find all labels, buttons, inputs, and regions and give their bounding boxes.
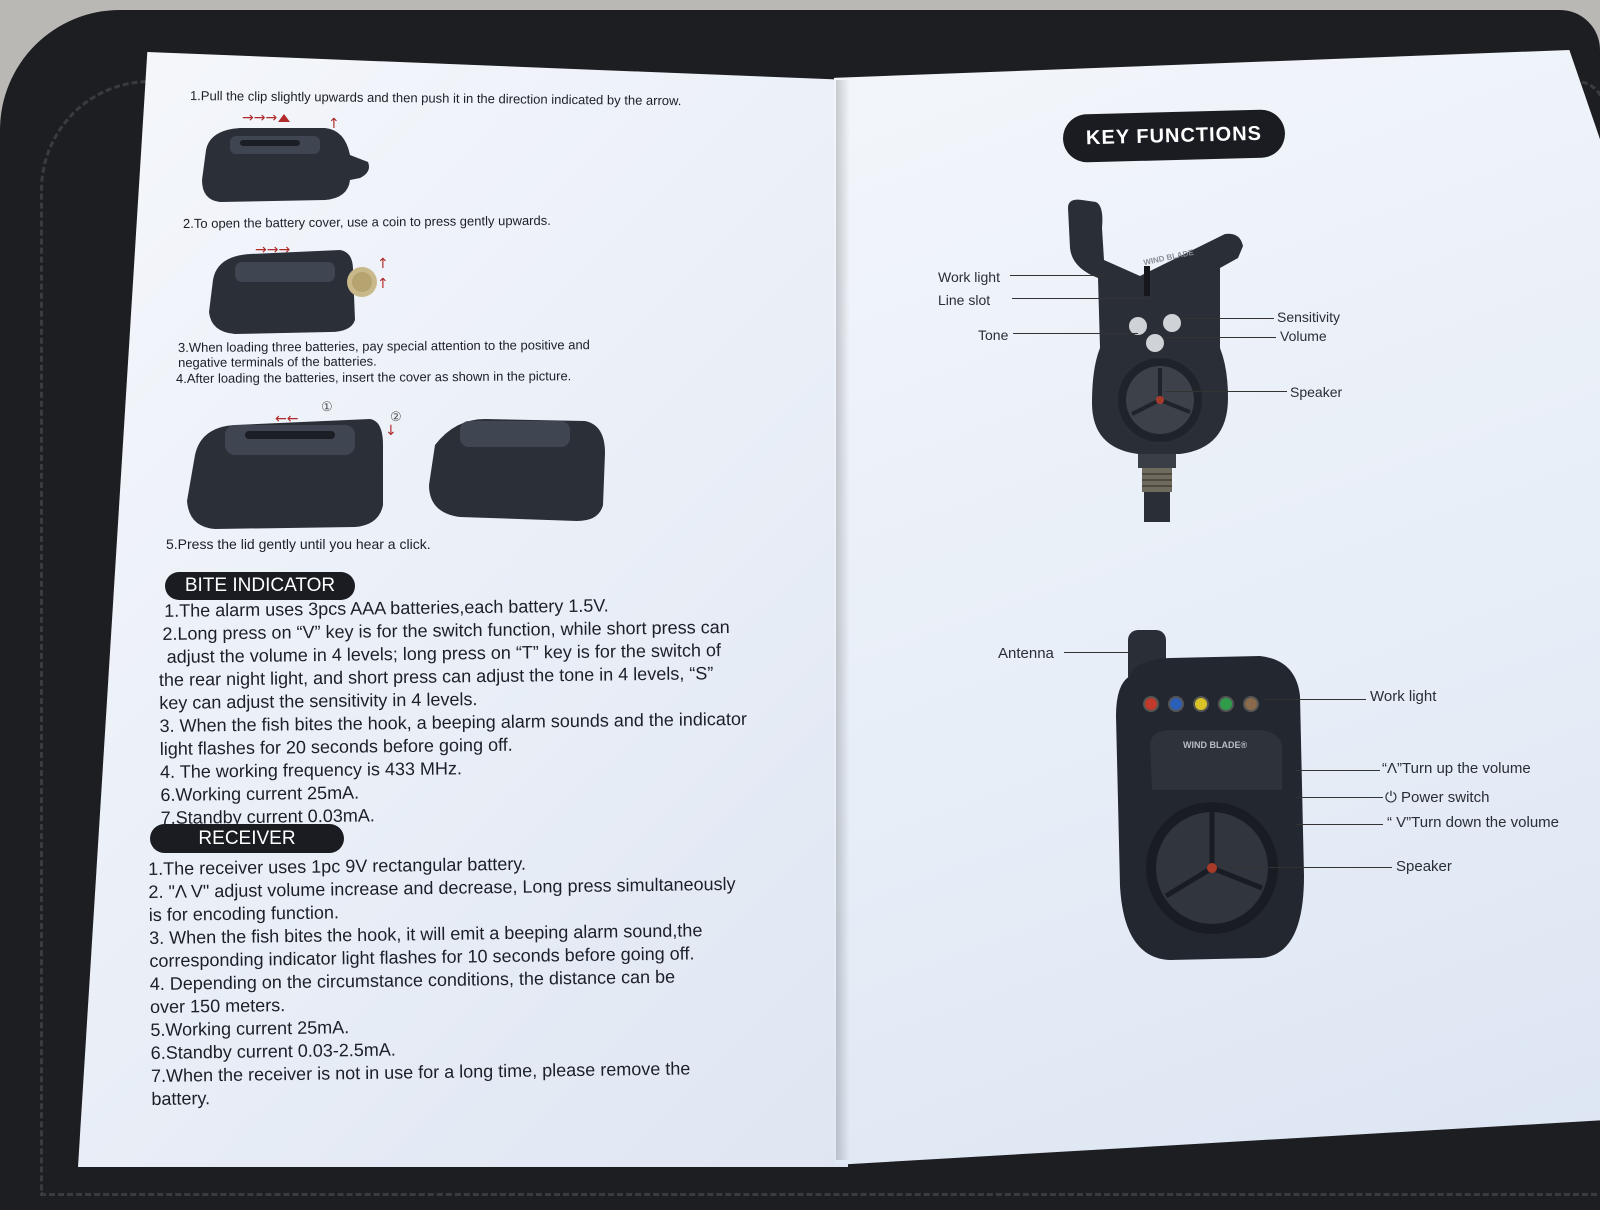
insert-cover-illustration: ←← ↓: [187, 411, 605, 529]
marker-2: ②: [390, 409, 402, 424]
label-turn-down-volume: “ V”Turn down the volume: [1387, 814, 1560, 831]
led-red: [1143, 696, 1159, 712]
leader-line: [1012, 298, 1150, 299]
svg-text:→→→: →→→: [242, 110, 277, 126]
receiver-device-illustration: [1116, 630, 1304, 960]
svg-text:↑: ↑: [377, 276, 389, 292]
svg-text:↑: ↑: [377, 256, 389, 272]
label-turn-up-volume: “Λ”Turn up the volume: [1382, 760, 1531, 777]
led-white: [1243, 696, 1259, 712]
label-line-slot: Line slot: [938, 292, 991, 308]
bite-indicator-heading: BITE INDICATOR: [165, 572, 355, 600]
key-functions-heading: KEY FUNCTIONS: [1062, 109, 1286, 163]
led-blue: [1168, 696, 1184, 712]
label-receiver-work-light: Work light: [1370, 688, 1437, 705]
manual-left-page: [78, 52, 848, 1167]
svg-text:↓: ↓: [385, 423, 397, 439]
leader-line: [1295, 824, 1383, 825]
receiver-led-row: [1143, 696, 1259, 712]
manual-right-page: [834, 50, 1600, 1165]
step-4-text: 4.After loading the batteries, insert th…: [175, 368, 572, 386]
leader-line: [1180, 318, 1274, 319]
svg-text:↑: ↑: [328, 116, 340, 132]
label-work-light: Work light: [938, 269, 1000, 285]
power-switch-text: Power switch: [1401, 789, 1490, 806]
leader-line: [1295, 770, 1380, 771]
label-sensitivity: Sensitivity: [1277, 309, 1341, 325]
leader-line: [1264, 699, 1366, 700]
power-icon: ⏻: [1385, 788, 1397, 806]
step-3-line-1: 3.When loading three batteries, pay spec…: [177, 337, 590, 355]
leader-line: [1013, 333, 1138, 334]
label-antenna: Antenna: [998, 645, 1054, 662]
leader-line: [1295, 797, 1383, 798]
leader-line: [1165, 391, 1287, 392]
bite-alarm-device-illustration: [1068, 199, 1243, 522]
power-switch-label: ⏻ Power switch: [1385, 788, 1489, 806]
led-green: [1218, 696, 1234, 712]
step-5-text: 5.Press the lid gently until you hear a …: [166, 536, 431, 552]
battery-clip-illustration-1: →→→ ↑: [202, 110, 369, 202]
step-3-text: 3.When loading three batteries, pay spec…: [178, 337, 590, 370]
page-spine: [836, 80, 850, 1160]
label-receiver-speaker: Speaker: [1396, 858, 1452, 875]
receiver-heading: RECEIVER: [150, 824, 344, 853]
leader-line: [1064, 652, 1130, 653]
step-2-text: 2.To open the battery cover, use a coin …: [182, 212, 551, 231]
receiver-specs: 1.The receiver uses 1pc 9V rectangular b…: [148, 850, 739, 1111]
step-3-line-2: negative terminals of the batteries.: [178, 353, 377, 370]
led-yellow: [1193, 696, 1209, 712]
leader-line: [1162, 337, 1276, 338]
receiver-brand: WIND BLADE®: [1183, 740, 1248, 750]
label-speaker: Speaker: [1290, 384, 1343, 400]
label-tone: Tone: [978, 327, 1009, 343]
bite-indicator-specs: 1.The alarm uses 3pcs AAA batteries,each…: [158, 593, 748, 830]
battery-cover-coin-illustration: →→→ ↑ ↑: [209, 242, 389, 334]
leader-line: [1010, 275, 1108, 276]
label-volume: Volume: [1280, 328, 1327, 344]
marker-1: ①: [321, 399, 333, 414]
leader-line: [1230, 867, 1392, 868]
